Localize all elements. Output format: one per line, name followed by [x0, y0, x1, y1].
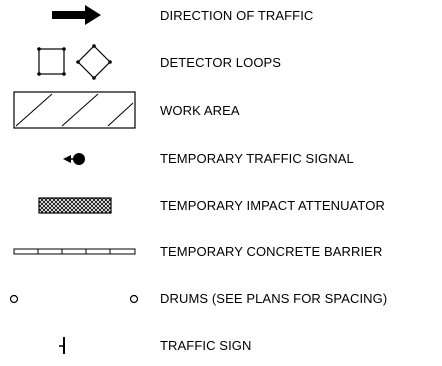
legend-row-temporary-traffic-signal: TEMPORARY TRAFFIC SIGNAL — [0, 146, 442, 172]
arrow-right-icon — [52, 5, 101, 25]
legend-label: TEMPORARY TRAFFIC SIGNAL — [160, 151, 354, 166]
legend-label: TEMPORARY CONCRETE BARRIER — [160, 244, 383, 259]
legend-row-traffic-sign: TRAFFIC SIGN — [0, 333, 442, 357]
legend-label: TRAFFIC SIGN — [160, 338, 252, 353]
legend-label: WORK AREA — [160, 103, 240, 118]
drum-circles-icon — [9, 294, 139, 304]
legend-row-temporary-impact-attenuator: TEMPORARY IMPACT ATTENUATOR — [0, 194, 442, 218]
legend-label: DETECTOR LOOPS — [160, 55, 282, 70]
segmented-barrier-icon — [13, 248, 136, 255]
legend-row-temporary-concrete-barrier: TEMPORARY CONCRETE BARRIER — [0, 242, 442, 262]
legend-label: DIRECTION OF TRAFFIC — [160, 8, 314, 23]
detector-loops-icon — [37, 44, 112, 80]
legend-row-work-area: WORK AREA — [0, 89, 442, 131]
hatched-rectangle-icon — [13, 91, 136, 129]
traffic-signal-icon — [63, 153, 85, 165]
traffic-sign-icon — [59, 337, 65, 354]
crosshatched-rectangle-icon — [38, 197, 112, 214]
legend-label: DRUMS (SEE PLANS FOR SPACING) — [160, 291, 388, 306]
legend-label: TEMPORARY IMPACT ATTENUATOR — [160, 198, 385, 213]
legend-row-direction-of-traffic: DIRECTION OF TRAFFIC — [0, 0, 442, 30]
legend-row-detector-loops: DETECTOR LOOPS — [0, 44, 442, 80]
legend-row-drums: DRUMS (SEE PLANS FOR SPACING) — [0, 288, 442, 310]
